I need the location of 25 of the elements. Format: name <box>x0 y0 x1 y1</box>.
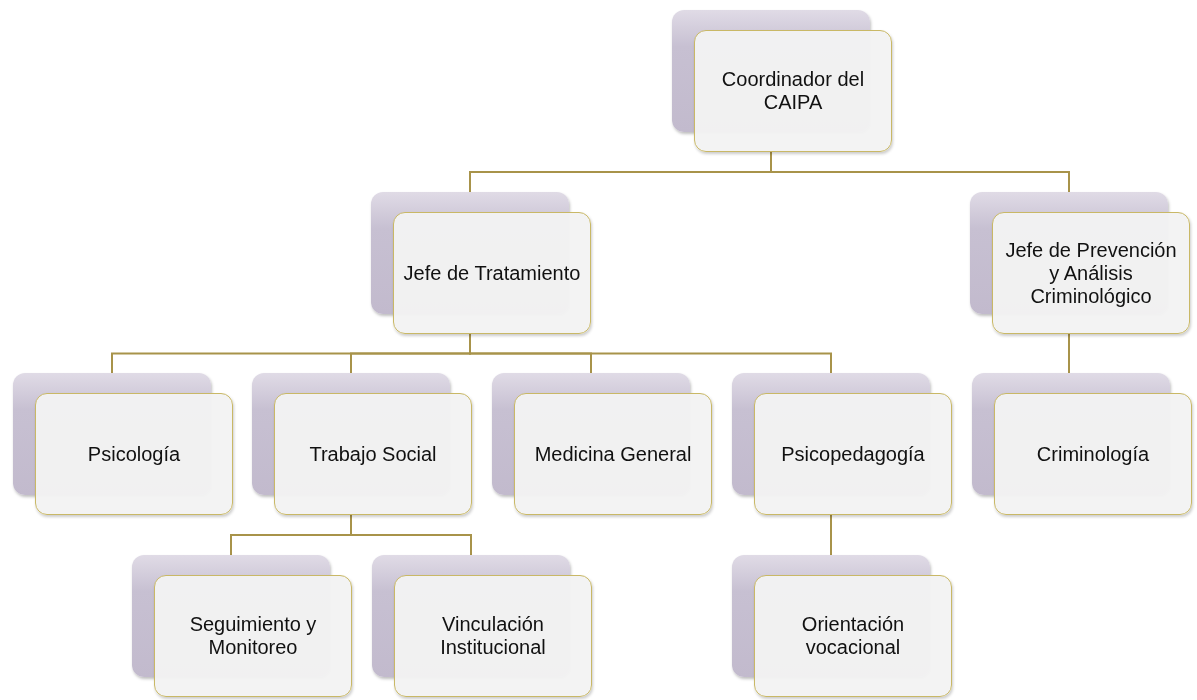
role-label: Seguimiento y Monitoreo <box>188 613 318 659</box>
org-chart-box <box>970 192 1190 334</box>
org-chart-box <box>732 555 952 697</box>
connector-line <box>1068 333 1070 374</box>
connector-line <box>770 151 1070 193</box>
org-chart-box <box>252 373 472 515</box>
role-label: Psicología <box>86 442 182 466</box>
role-label: Vinculación Institucional <box>439 613 547 659</box>
role-label: Criminología <box>1035 442 1151 466</box>
org-chart-box <box>732 373 952 515</box>
role-label: Psicopedagogía <box>780 442 926 466</box>
role-label: Trabajo Social <box>308 442 438 466</box>
role-label: Jefe de Prevención y Análisis Criminológico <box>1004 238 1178 308</box>
org-chart-box <box>371 192 591 334</box>
role-label: Jefe de Tratamiento <box>402 261 582 285</box>
org-chart-box <box>672 10 892 152</box>
org-chart-box <box>132 555 352 697</box>
role-label: Medicina General <box>533 442 693 466</box>
role-label: Coordinador del CAIPA <box>720 68 866 114</box>
org-chart-box <box>372 555 592 697</box>
role-label: Orientación vocacional <box>800 613 906 659</box>
org-chart-box <box>972 373 1192 515</box>
org-chart-box <box>492 373 712 515</box>
org-chart-box <box>13 373 233 515</box>
connector-line <box>830 514 832 556</box>
